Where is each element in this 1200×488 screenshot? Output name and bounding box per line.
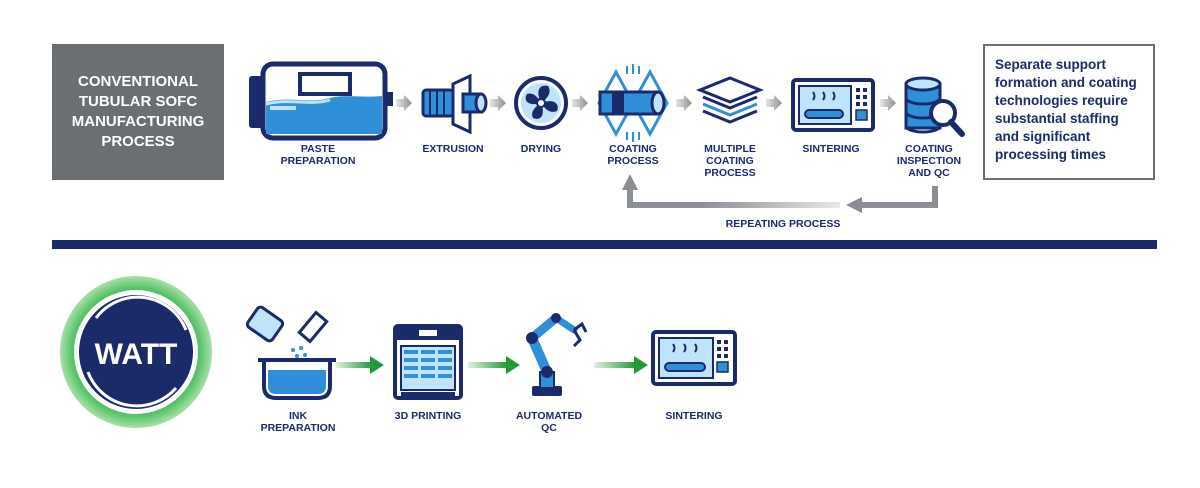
coating-icon — [597, 64, 669, 142]
3d-printer-icon — [393, 324, 463, 400]
watt-step-label-sintering: SINTERING — [665, 410, 723, 422]
ink-pour-icon — [245, 305, 336, 400]
section-divider — [52, 240, 1157, 249]
watt-logo-text: WATT — [95, 338, 178, 371]
step-label-multiple-coating: MULTIPLE COATING PROCESS — [704, 143, 756, 179]
watt-step-label-automated-qc: AUTOMATED QC — [515, 410, 583, 434]
layers-icon — [695, 76, 765, 124]
watt-logo: WATT — [60, 276, 212, 428]
repeating-process-label: REPEATING PROCESS — [725, 218, 841, 230]
extrusion-icon — [421, 73, 488, 135]
step-label-paste-preparation: PASTE PREPARATION — [280, 143, 356, 167]
watt-flow-arrows — [336, 356, 648, 374]
note-text: Separate support formation and coating t… — [995, 57, 1137, 162]
paste-mixer-icon — [249, 61, 393, 141]
watt-step-label-ink-preparation: INK PREPARATION — [260, 410, 336, 434]
watt-step-label-3d-printing: 3D PRINTING — [394, 410, 462, 422]
conventional-title-box: CONVENTIONAL TUBULAR SOFC MANUFACTURING … — [52, 44, 224, 180]
kiln-icon — [791, 78, 875, 132]
step-label-coating-process: COATING PROCESS — [607, 143, 659, 167]
step-label-sintering: SINTERING — [802, 143, 860, 155]
database-search-icon — [904, 76, 965, 137]
step-label-drying: DRYING — [520, 143, 562, 155]
note-box: Separate support formation and coating t… — [983, 44, 1155, 180]
step-label-extrusion: EXTRUSION — [422, 143, 484, 155]
robot-arm-icon — [526, 313, 588, 396]
fan-icon — [514, 76, 568, 130]
conventional-title: CONVENTIONAL TUBULAR SOFC MANUFACTURING … — [71, 73, 205, 150]
conventional-flow-arrows — [396, 95, 896, 111]
repeating-process-arrows — [622, 174, 938, 213]
step-label-coating-inspection: COATING INSPECTION AND QC — [896, 143, 962, 179]
kiln-icon — [651, 330, 737, 386]
